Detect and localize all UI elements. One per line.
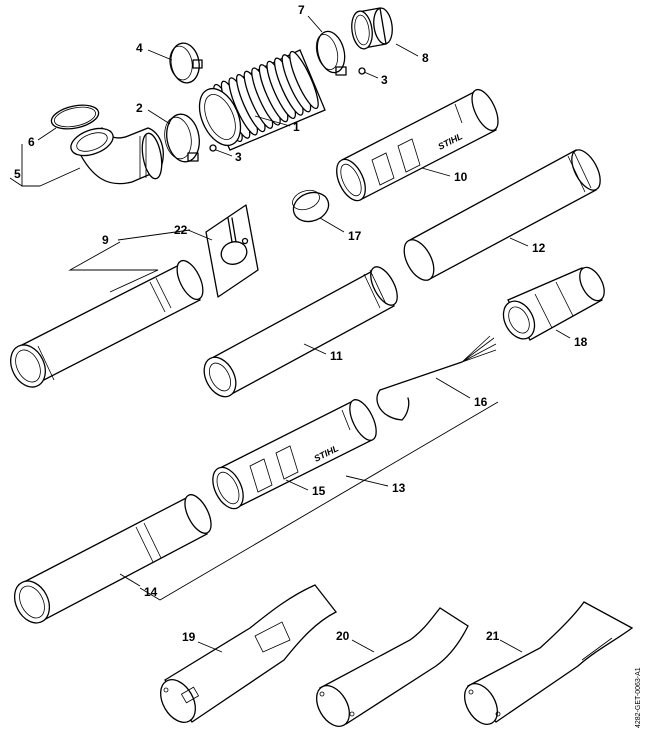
part-19-curved-nozzle — [160, 584, 337, 723]
part-17-ring — [292, 189, 330, 223]
part-6-o-ring — [50, 104, 100, 130]
callout-12: 12 — [532, 241, 546, 255]
part-2-clamp — [164, 113, 200, 163]
part-21-flat-nozzle — [463, 601, 634, 725]
part-8-collar — [351, 7, 393, 50]
part-16-cleaning-tool — [376, 335, 497, 421]
part-12-tube — [403, 149, 601, 281]
part-18-nozzle — [502, 266, 605, 341]
hose-rib — [289, 50, 319, 110]
part-3-screw-lower — [209, 144, 217, 152]
callout-8: 8 — [422, 51, 429, 65]
callout-15: 15 — [312, 484, 326, 498]
part-22-clamp-kit — [205, 204, 259, 298]
callout-11: 11 — [330, 349, 343, 363]
part-1-corrugated-hose — [198, 49, 326, 151]
callout-3-upper: 3 — [381, 73, 388, 87]
part-9-tube — [10, 259, 204, 388]
callout-5: 5 — [14, 167, 21, 181]
callout-3-lower: 3 — [235, 150, 242, 164]
callout-20: 20 — [336, 629, 350, 643]
part-7-clamp — [315, 30, 347, 76]
leader-lines — [9, 15, 571, 653]
callout-14: 14 — [144, 585, 158, 599]
callout-9: 9 — [102, 233, 109, 247]
callout-1: 1 — [293, 120, 300, 134]
part-14-tube — [13, 494, 212, 624]
part-15-slotted-tube: STIHL — [212, 399, 377, 510]
callout-13: 13 — [392, 481, 406, 495]
part-5-elbow — [70, 126, 164, 185]
callout-16: 16 — [474, 395, 488, 409]
callout-labels: 1 2 3 3 4 5 6 7 8 9 10 11 12 13 14 15 16… — [14, 3, 588, 644]
callout-17: 17 — [348, 229, 362, 243]
callout-22: 22 — [174, 223, 188, 237]
part-11-tube — [203, 266, 398, 398]
callout-2: 2 — [136, 101, 143, 115]
part-10-slotted-tube: STIHL — [336, 88, 499, 202]
callout-10: 10 — [454, 170, 468, 184]
callout-6: 6 — [28, 135, 35, 149]
document-id: 4282-GET-0063-A1 — [635, 667, 642, 728]
callout-18: 18 — [574, 335, 588, 349]
part-20-curved-nozzle — [315, 607, 469, 727]
part-3-screw-upper — [358, 67, 366, 75]
callout-19: 19 — [182, 630, 196, 644]
callout-4: 4 — [136, 41, 143, 55]
callout-21: 21 — [486, 629, 500, 643]
callout-7: 7 — [298, 3, 305, 17]
part-4-clamp — [169, 42, 203, 84]
